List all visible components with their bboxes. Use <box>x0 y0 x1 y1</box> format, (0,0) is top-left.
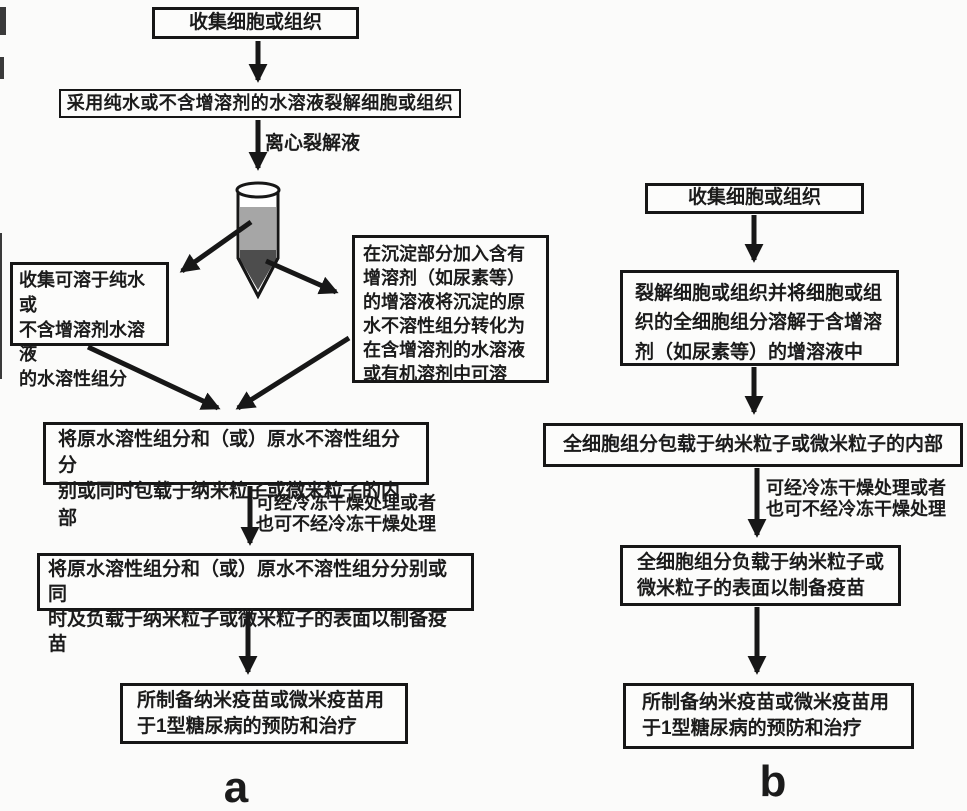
flow-b-freeze-dry-label: 可经冷冻干燥处理或者 也可不经冷冻干燥处理 <box>766 478 946 520</box>
flow-a-box-lyse: 采用纯水或不含增溶剂的水溶液裂解细胞或组织 <box>59 89 461 118</box>
scan-artifact <box>0 233 2 379</box>
arrow-supernatant-to-encapsulate <box>86 344 221 411</box>
panel-label-b: b <box>759 757 787 806</box>
flow-b-box-encapsulate: 全细胞组分包载于纳米粒子或微米粒子的内部 <box>543 423 963 467</box>
centrifuge-tube-icon <box>235 181 281 300</box>
flow-b-box-surface-load: 全细胞组分负载于纳米粒子或 微米粒子的表面以制备疫苗 <box>620 545 901 606</box>
flow-b-box-lyse-dissolve: 裂解细胞或组织并将细胞或组 织的全细胞组分溶解于含增溶 剂（如尿素等）的增溶液中 <box>620 270 899 366</box>
flow-a-box-supernatant: 收集可溶于纯水或 不含增溶剂水溶液 的水溶性组分 <box>10 262 169 389</box>
flow-b-box-collect: 收集细胞或组织 <box>645 183 864 214</box>
scan-artifact <box>0 7 6 35</box>
scan-artifact <box>0 57 4 79</box>
flow-b-box-vaccine-use: 所制备纳米疫苗或微米疫苗用 于1型糖尿病的预防和治疗 <box>623 683 914 749</box>
arrow-tube-to-pellet-box <box>264 258 339 295</box>
arrow-tube-to-supernatant-box <box>179 219 253 274</box>
flow-a-box-encapsulate: 将原水溶性组分和（或）原水不溶性组分分 别或同时包载于纳米粒子或微米粒子的内部 <box>43 422 429 529</box>
flow-a-centrifuge-arrow-label: 离心裂解液 <box>265 133 361 154</box>
flow-a-box-pellet: 在沉淀部分加入含有 增溶剂（如尿素等） 的增溶液将沉淀的原 水不溶性组分转化为 … <box>352 235 549 384</box>
flow-a-box-surface-load: 将原水溶性组分和（或）原水不溶性组分分别或同 时及负载于纳米粒子或微米粒子的表面… <box>37 553 474 655</box>
panel-label-a: a <box>223 763 249 811</box>
flow-a-box-vaccine-use: 所制备纳米疫苗或微米疫苗用 于1型糖尿病的预防和治疗 <box>120 683 408 744</box>
flow-a-freeze-dry-label: 可经冷冻干燥处理或者 也可不经冷冻干燥处理 <box>256 493 436 535</box>
arrow-pellet-to-encapsulate <box>235 335 351 411</box>
flow-a-box-collect: 收集细胞或组织 <box>152 7 359 39</box>
